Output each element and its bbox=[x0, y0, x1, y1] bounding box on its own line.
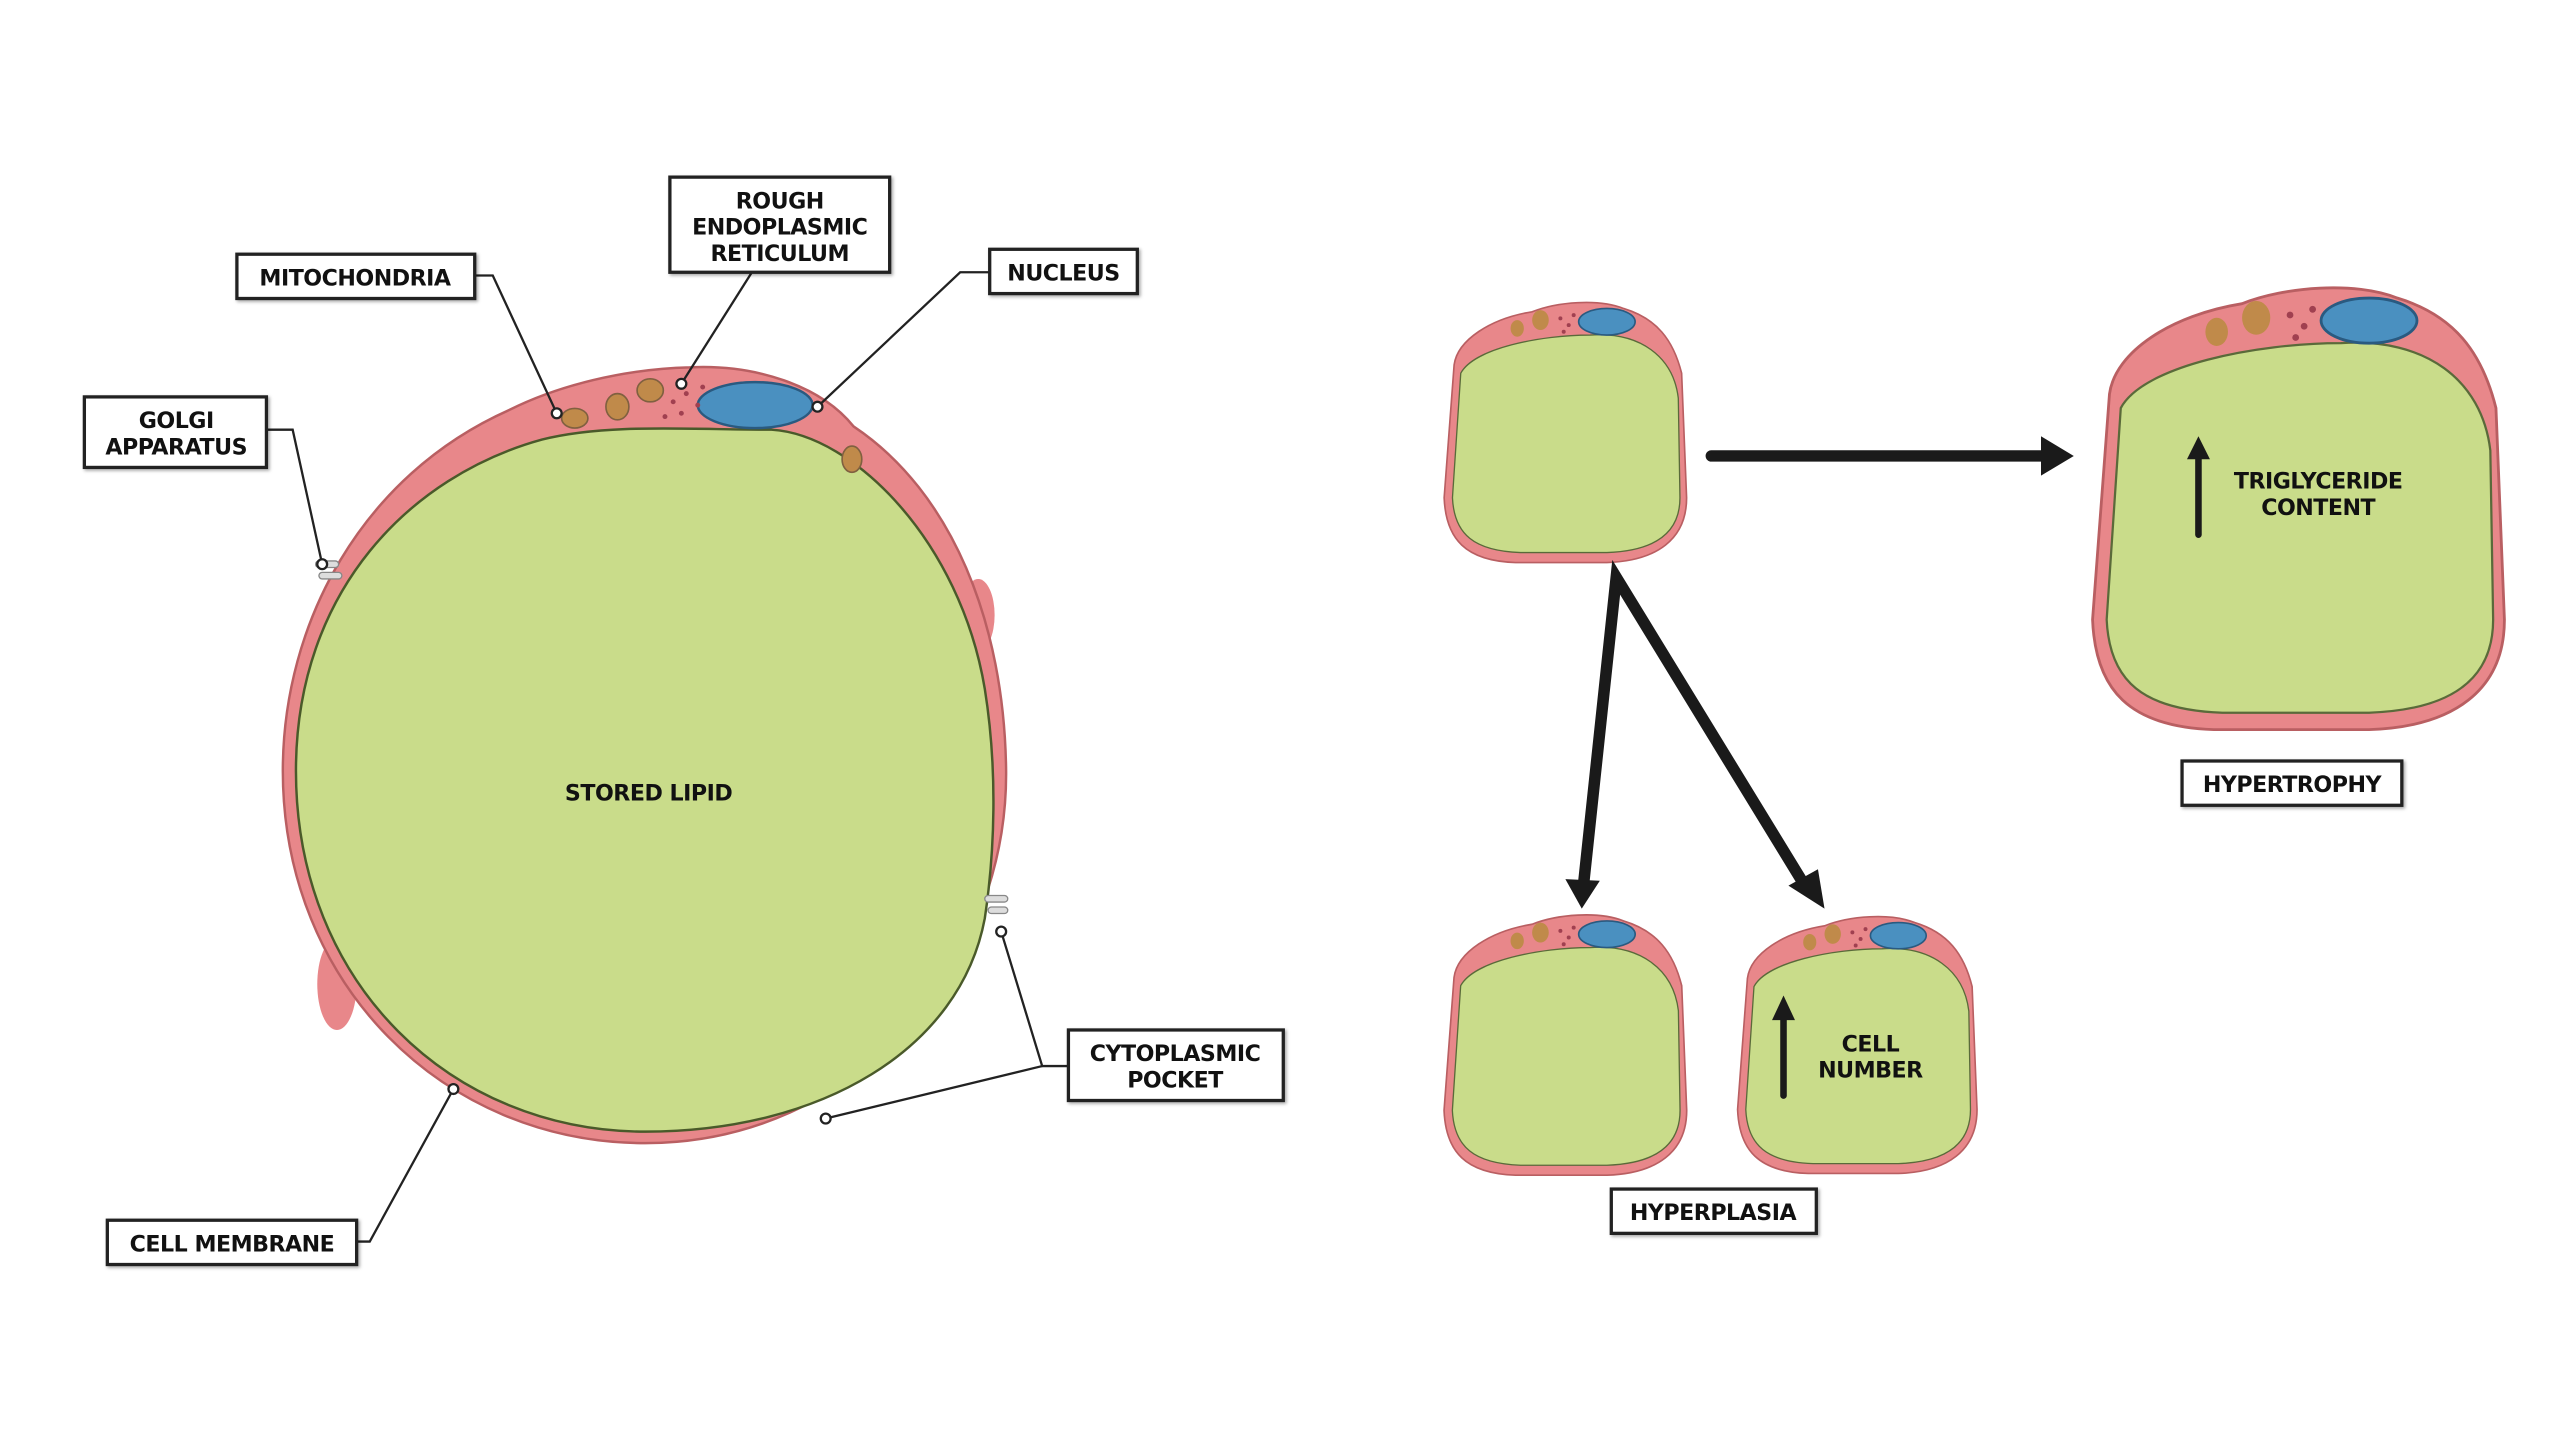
label-cell-membrane: CELL MEMBRANE bbox=[105, 1218, 359, 1267]
cell-number-label: CELL bbox=[1842, 1031, 1900, 1057]
svg-text:GOLGI: GOLGI bbox=[139, 408, 214, 434]
svg-text:HYPERTROPHY: HYPERTROPHY bbox=[2203, 772, 2383, 798]
leader-lines bbox=[266, 271, 1069, 1243]
adipocyte-hyperplasia-1 bbox=[1443, 914, 1688, 1177]
svg-text:RETICULUM: RETICULUM bbox=[710, 241, 849, 267]
label-rough-er: ROUGH ENDOPLASMIC RETICULUM bbox=[668, 175, 892, 274]
label-nucleus: NUCLEUS bbox=[988, 247, 1139, 296]
svg-text:POCKET: POCKET bbox=[1127, 1067, 1223, 1093]
svg-text:HYPERPLASIA: HYPERPLASIA bbox=[1630, 1200, 1798, 1226]
label-golgi: GOLGI APPARATUS bbox=[82, 395, 269, 470]
adipocyte-original bbox=[1443, 301, 1688, 564]
svg-text:ROUGH: ROUGH bbox=[736, 188, 824, 214]
svg-text:CYTOPLASMIC: CYTOPLASMIC bbox=[1090, 1041, 1261, 1067]
rough-er-shape bbox=[662, 384, 706, 420]
label-cytoplasmic-pocket: CYTOPLASMIC POCKET bbox=[1066, 1028, 1285, 1103]
arrow-split-icon bbox=[1577, 559, 1811, 892]
mitochondrion-shape bbox=[560, 407, 589, 429]
svg-text:MITOCHONDRIA: MITOCHONDRIA bbox=[259, 265, 451, 291]
nucleus-shape bbox=[696, 380, 814, 430]
svg-text:CELL MEMBRANE: CELL MEMBRANE bbox=[130, 1231, 335, 1257]
svg-text:ENDOPLASMIC: ENDOPLASMIC bbox=[692, 215, 867, 241]
adipocyte-large: STORED LIPID bbox=[281, 365, 1009, 1145]
label-hyperplasia: HYPERPLASIA bbox=[1609, 1187, 1818, 1235]
triglyceride-label: CONTENT bbox=[2261, 495, 2375, 521]
label-hypertrophy: HYPERTROPHY bbox=[2180, 759, 2404, 807]
triglyceride-label: TRIGLYCERIDE bbox=[2234, 469, 2403, 495]
stored-lipid-droplet bbox=[294, 427, 995, 1133]
label-mitochondria: MITOCHONDRIA bbox=[235, 252, 477, 301]
arrows bbox=[1565, 436, 2210, 1099]
stored-lipid-label: STORED LIPID bbox=[565, 780, 732, 806]
cell-number-label: NUMBER bbox=[1818, 1058, 1923, 1084]
svg-text:APPARATUS: APPARATUS bbox=[105, 434, 247, 460]
svg-text:NUCLEUS: NUCLEUS bbox=[1007, 260, 1119, 286]
